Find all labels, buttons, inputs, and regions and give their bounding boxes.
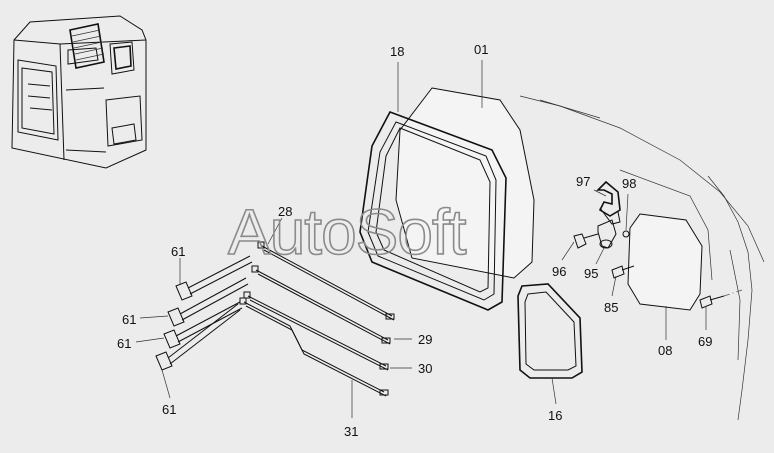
callout-labels: 18 01 97 98 28 61 61 61 61 96 95 85 08 6… bbox=[117, 42, 712, 439]
window-seal-18 bbox=[359, 111, 507, 311]
leader-lines bbox=[135, 60, 743, 418]
quarter-glass-08 bbox=[627, 213, 703, 311]
bolt-61-bottom bbox=[155, 303, 241, 371]
pin-85 bbox=[611, 265, 635, 279]
callout-95: 95 bbox=[584, 266, 598, 281]
cable-29 bbox=[251, 265, 391, 345]
callout-61-bottom: 61 bbox=[162, 402, 176, 417]
bolt-61-upper-mid bbox=[167, 277, 249, 327]
callout-96: 96 bbox=[552, 264, 566, 279]
callout-30: 30 bbox=[418, 361, 432, 376]
callout-61-upper-mid: 61 bbox=[122, 312, 136, 327]
callout-08: 08 bbox=[658, 343, 672, 358]
callout-61-lower-mid: 61 bbox=[117, 336, 131, 351]
small-window-seal-16 bbox=[517, 283, 583, 379]
callout-98: 98 bbox=[622, 176, 636, 191]
callout-28: 28 bbox=[278, 204, 292, 219]
callout-61-top: 61 bbox=[171, 244, 185, 259]
callout-85: 85 bbox=[604, 300, 618, 315]
callout-69: 69 bbox=[698, 334, 712, 349]
pin-69 bbox=[699, 295, 725, 309]
cab-side-panel-outline bbox=[519, 95, 765, 421]
cab-overview-illustration bbox=[11, 15, 147, 169]
cable-28 bbox=[257, 241, 395, 321]
cable-31 bbox=[239, 297, 389, 397]
callout-29: 29 bbox=[418, 332, 432, 347]
cable-30 bbox=[243, 291, 389, 371]
callout-31: 31 bbox=[344, 424, 358, 439]
bolt-61-top bbox=[175, 255, 253, 301]
watermark: AutoSoft bbox=[228, 196, 467, 268]
callout-16: 16 bbox=[548, 408, 562, 423]
latch-assembly bbox=[573, 180, 630, 249]
callout-01: 01 bbox=[474, 42, 488, 57]
callout-97: 97 bbox=[576, 174, 590, 189]
callout-18: 18 bbox=[390, 44, 404, 59]
